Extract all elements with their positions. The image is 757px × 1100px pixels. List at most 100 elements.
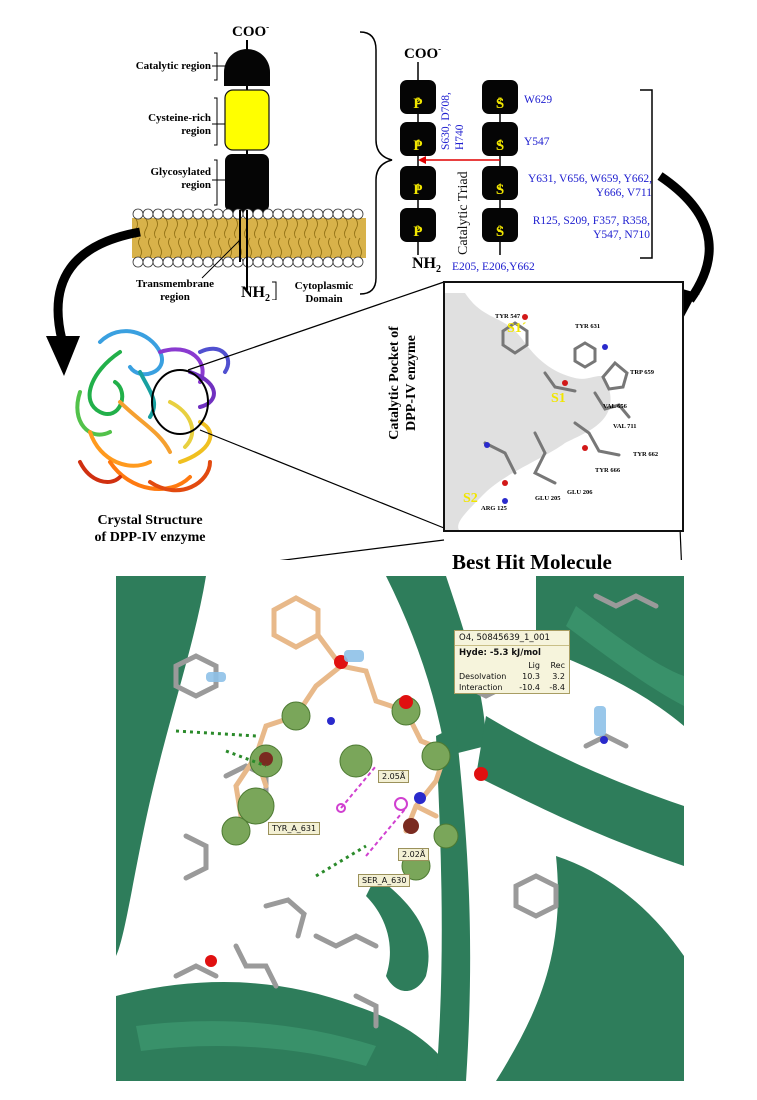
lipid-tail [154,218,158,239]
residue-label: VAL 656 [603,403,627,410]
pocket-site-s2: S2 [463,491,478,506]
s1-residues: Y631, V656, W659, Y662,Y666, V711 [527,173,652,199]
catalytic-region-label: Catalytic region [135,60,211,72]
s2-residues: R125, S209, F357, R358,Y547, N710 [532,215,650,241]
pocket-highlight-ellipse [151,369,209,435]
lipid-tail [338,237,342,258]
lipid-tail [294,218,298,239]
lipid-tail [144,218,148,239]
bottom-residues: E205, E206,Y662 [452,261,535,273]
lipid-tail [228,237,232,258]
lipid-tail [258,237,262,258]
lipid-tail [278,237,282,258]
tooltip-hyde: Hyde: -5.3 kJ/mol [459,648,541,658]
residue-label: TYR 662 [633,451,659,458]
lipid-tail [304,218,308,239]
tooltip-row-rec: -8.4 [549,683,565,692]
lipid-tail [184,218,188,239]
residue-label: GLU 206 [567,489,593,496]
tooltip-header: O4, 50845639_1_001 [455,631,569,646]
membrane-diagram-svg [132,31,653,300]
catalytic-region-shape [224,49,270,86]
best-hit-svg [116,576,684,1081]
pocket-terminal-nh2: NH2 [412,255,441,276]
lipid-tail [158,237,162,258]
lipid-tail [188,237,192,258]
residue-tag-tyr-631: TYR_A_631 [268,822,321,835]
catalytic-pocket-svg [445,293,631,530]
crystal-structure-image [75,329,231,493]
lipid-tail [318,237,322,258]
lipid-tail [248,237,252,258]
arrow-to-crystal [53,227,141,342]
lipid-tail [254,218,258,239]
lipid-tail [148,237,152,258]
lipid-tail [358,237,362,258]
tooltip-col-rec: Rec [550,661,565,670]
residue-label: TYR 631 [575,323,601,330]
tooltip-row-rec: 3.2 [552,672,565,681]
best-hit-title: Best Hit Molecule [452,550,612,574]
s2-prime-residues: W629 [524,94,553,106]
lipid-tail [234,218,238,239]
lipid-tail [354,218,358,239]
lipid-tail [138,237,142,258]
lipid-tail [194,218,198,239]
distance-label: 2.02Å [398,848,430,861]
tooltip-row-label: Interaction [459,683,503,692]
lipid-head [352,208,364,220]
best-hit-panel: O4, 50845639_1_001 Hyde: -5.3 kJ/mol Lig… [116,576,684,1081]
lipid-tail [314,218,318,239]
residue-tag-ser-630: SER_A_630 [358,874,411,887]
glycosylated-region-shape [225,154,269,212]
lipid-tail [164,218,168,239]
residue-label: VAL 711 [613,423,637,430]
residue-label: ARG 125 [481,505,507,512]
lipid-tail [348,237,352,258]
lipid-tail [268,237,272,258]
lipid-tail [214,218,218,239]
tooltip-row-lig: 10.3 [522,672,540,681]
tooltip-row-label: Desolvation [459,672,507,681]
lipid-tail [344,218,348,239]
table-row: Interaction -10.4 -8.4 [455,682,569,693]
cysteine-rich-region-shape [224,89,270,151]
table-row: Desolvation 10.3 3.2 [455,671,569,682]
residue-label: TYR 547 [495,313,521,320]
residue-label: GLU 205 [535,495,561,502]
residue-label: TRP 659 [630,369,655,376]
lipid-tail [218,237,222,258]
lipid-bilayer [132,208,366,268]
distance-label: 2.05Å [378,770,410,783]
lipid-tail [178,237,182,258]
pocket-site-s1-prime: S1´ [507,321,527,336]
lipid-tail [224,218,228,239]
hyde-score-tooltip: O4, 50845639_1_001 Hyde: -5.3 kJ/mol Lig… [454,630,570,694]
membrane-terminal-nh2: NH2 [241,284,270,305]
arrow-to-pocket [657,172,714,303]
lipid-tail [174,218,178,239]
tooltip-table: Lig Rec Desolvation 10.3 3.2 Interaction… [455,660,569,693]
lipid-tail [328,237,332,258]
pocket-site-s1: S1 [551,391,566,406]
lipid-tail [288,237,292,258]
tooltip-row-lig: -10.4 [519,683,540,692]
lipid-tail [324,218,328,239]
zoom-lines [187,281,682,560]
lipid-tail [264,218,268,239]
lipid-tail [274,218,278,239]
lipid-tail [298,237,302,258]
